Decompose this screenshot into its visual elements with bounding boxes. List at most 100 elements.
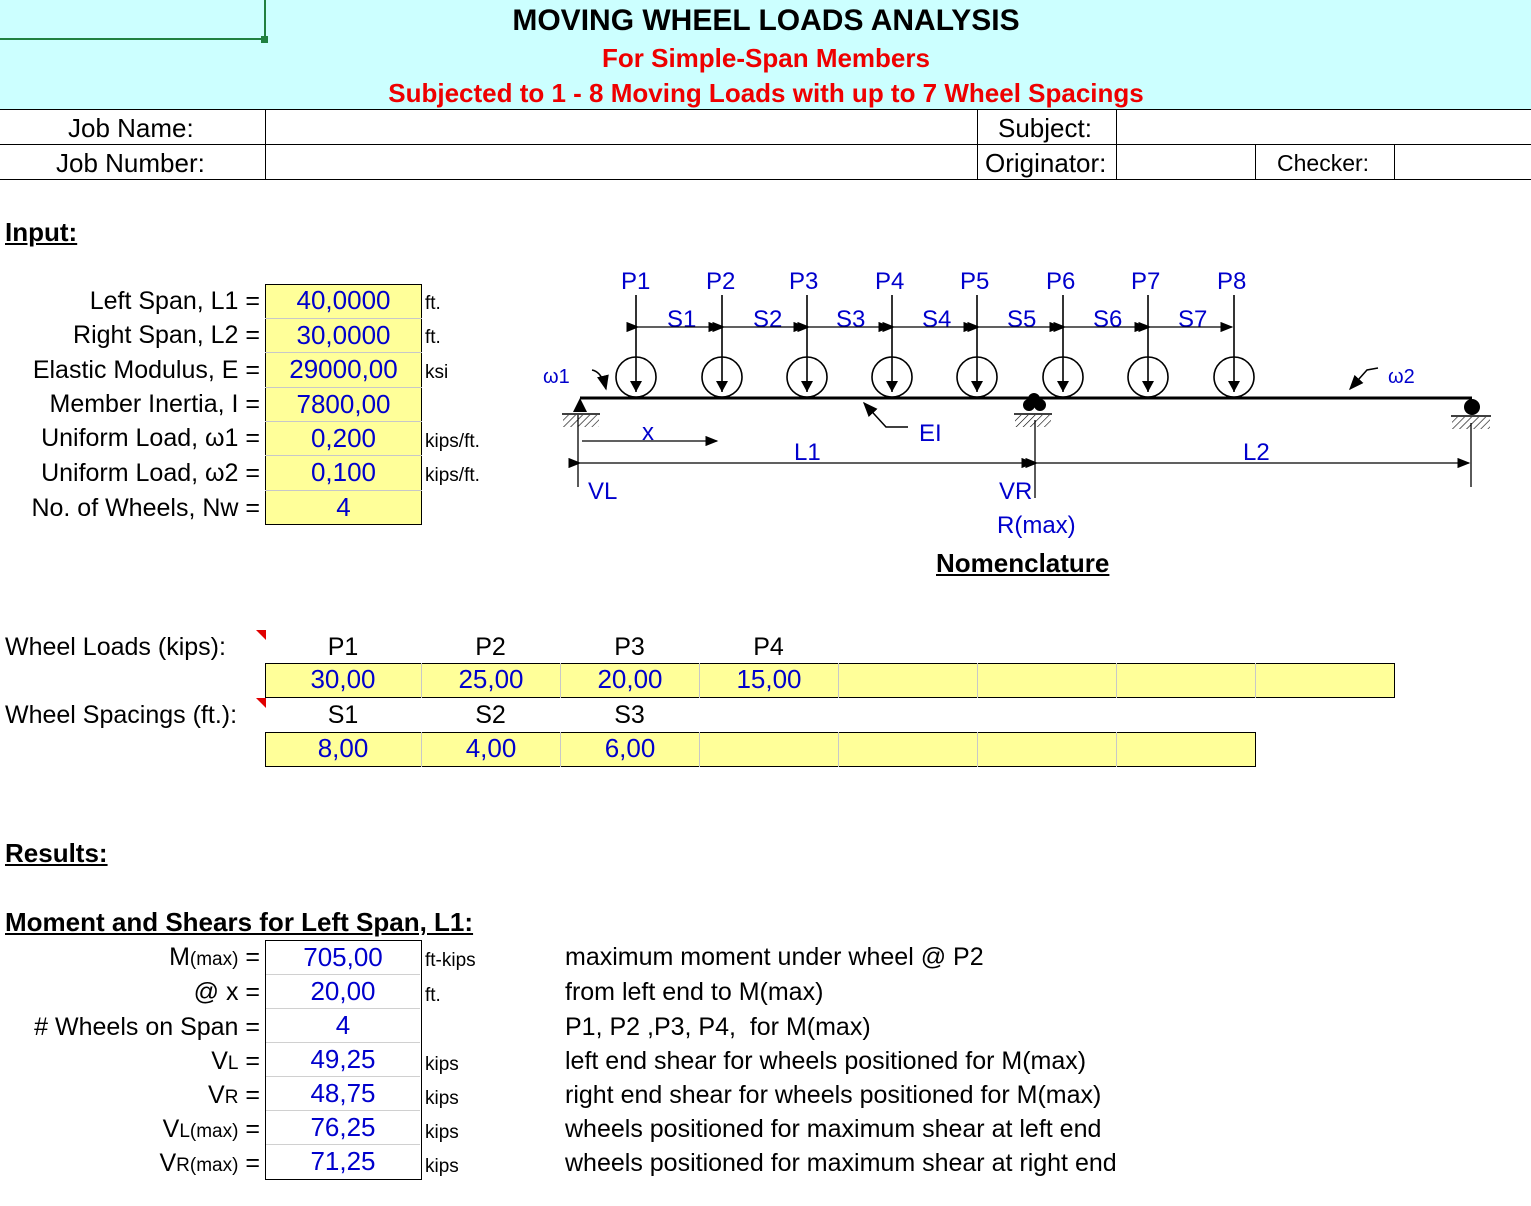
wheel-loads-label: Wheel Loads (kips): xyxy=(5,633,226,661)
wheel-spacing-s5-input[interactable] xyxy=(839,732,978,767)
uniform-load-w1-input[interactable]: 0,200 xyxy=(265,422,422,456)
checker-label: Checker: xyxy=(1277,150,1370,176)
diagram-label-s3: S3 xyxy=(836,306,865,333)
wheel-load-p6-input[interactable] xyxy=(978,663,1117,698)
diagram-label-p7: P7 xyxy=(1131,268,1160,295)
header-band xyxy=(0,0,1531,110)
vrmax-label: VR(max) = xyxy=(159,1149,260,1177)
vr-label: VR = xyxy=(208,1081,260,1109)
vl-description: left end shear for wheels positioned for… xyxy=(565,1047,1087,1075)
left-span-input[interactable]: 40,0000 xyxy=(265,284,422,319)
wheels-on-span-label: # Wheels on Span = xyxy=(34,1013,260,1041)
diagram-label-ei: EI xyxy=(919,420,942,447)
diagram-label-p5: P5 xyxy=(960,268,989,295)
wheel-load-p8-input[interactable] xyxy=(1256,663,1394,698)
right-span-unit: ft. xyxy=(425,327,441,348)
page-subtitle-1: For Simple-Span Members xyxy=(602,43,930,73)
diagram-label-p6: P6 xyxy=(1046,268,1075,295)
wheel-spacing-s1-input[interactable]: 8,00 xyxy=(265,732,422,767)
selected-cell[interactable] xyxy=(0,0,266,40)
job-number-field[interactable] xyxy=(266,145,977,180)
fill-handle[interactable] xyxy=(261,36,268,43)
wheel-spacing-s2-input[interactable]: 4,00 xyxy=(422,732,561,767)
diagram-label-s6: S6 xyxy=(1093,306,1122,333)
vr-description: right end shear for wheels positioned fo… xyxy=(565,1081,1102,1109)
vr-unit: kips xyxy=(425,1088,459,1109)
spacing-header-s3: S3 xyxy=(614,701,645,729)
wheel-load-p5-input[interactable] xyxy=(839,663,978,698)
job-number-label: Job Number: xyxy=(56,148,205,178)
num-wheels-label: No. of Wheels, Nw = xyxy=(31,494,260,522)
right-span-label: Right Span, L2 = xyxy=(73,321,260,349)
member-inertia-input[interactable]: 7800,00 xyxy=(265,388,422,422)
wheel-spacing-s3-input[interactable]: 6,00 xyxy=(561,732,700,767)
vlmax-unit: kips xyxy=(425,1122,459,1143)
input-values-box xyxy=(265,284,422,525)
wheel-spacing-s6-input[interactable] xyxy=(978,732,1117,767)
spacing-header-s2: S2 xyxy=(475,701,506,729)
middle-roller-support xyxy=(1014,393,1052,427)
uniform-load-w1-label: Uniform Load, ω1 = xyxy=(41,424,260,452)
wheel-spacings-label: Wheel Spacings (ft.): xyxy=(5,701,238,729)
diagram-label-s7: S7 xyxy=(1178,306,1207,333)
wheel-spacings-row xyxy=(265,732,1256,767)
originator-label: Originator: xyxy=(985,148,1107,178)
comment-indicator-spacings[interactable] xyxy=(256,698,266,708)
vrmax-description: wheels positioned for maximum shear at r… xyxy=(565,1149,1117,1177)
checker-field[interactable] xyxy=(1395,145,1531,180)
member-inertia-label: Member Inertia, I = xyxy=(49,390,261,418)
diagram-label-p2: P2 xyxy=(706,268,735,295)
wheel-load-p1-input[interactable]: 30,00 xyxy=(265,663,422,698)
diagram-label-p8: P8 xyxy=(1217,268,1246,295)
uniform-load-w1-unit: kips/ft. xyxy=(425,431,480,452)
diagram-label-l1: L1 xyxy=(794,439,821,466)
wheel-load-p7-input[interactable] xyxy=(1117,663,1256,698)
comment-indicator-loads[interactable] xyxy=(256,630,266,640)
wheel-load-p3-input[interactable]: 20,00 xyxy=(561,663,700,698)
wheel-load-p4-input[interactable]: 15,00 xyxy=(700,663,839,698)
wheel-loads-row xyxy=(265,663,1395,698)
input-heading: Input: xyxy=(5,217,78,247)
wheels-on-span-description: P1, P2 ,P3, P4, for M(max) xyxy=(565,1013,871,1041)
originator-field[interactable] xyxy=(1117,145,1255,180)
vl-unit: kips xyxy=(425,1054,459,1075)
diagram-label-s4: S4 xyxy=(922,306,951,333)
uniform-load-w2-input[interactable]: 0,100 xyxy=(265,456,422,491)
page-subtitle-2: Subjected to 1 - 8 Moving Loads with up … xyxy=(388,78,1144,108)
load-header-p3: P3 xyxy=(614,633,645,661)
wheels-on-span-value: 4 xyxy=(266,1009,420,1043)
wheel-spacing-s7-input[interactable] xyxy=(1117,732,1255,767)
wheel-load-p2-input[interactable]: 25,00 xyxy=(422,663,561,698)
vl-value: 49,25 xyxy=(266,1043,420,1077)
elastic-modulus-label: Elastic Modulus, E = xyxy=(32,356,260,384)
job-name-field[interactable] xyxy=(266,110,977,144)
left-span-unit: ft. xyxy=(425,293,441,314)
diagram-label-l2: L2 xyxy=(1243,439,1270,466)
diagram-label-p3: P3 xyxy=(789,268,818,295)
diagram-label-rmax: R(max) xyxy=(997,512,1076,539)
vlmax-value: 76,25 xyxy=(266,1111,420,1145)
diagram-label-s2: S2 xyxy=(753,306,782,333)
x-location-label: @ x = xyxy=(193,978,260,1006)
job-name-label: Job Name: xyxy=(68,113,194,143)
subject-field[interactable] xyxy=(1117,110,1531,144)
vl-label: VL = xyxy=(211,1047,260,1075)
x-location-value: 20,00 xyxy=(266,975,420,1009)
results-values-box: 705,00 20,00 4 49,25 48,75 76,25 71,25 xyxy=(265,940,422,1180)
right-span-input[interactable]: 30,0000 xyxy=(265,319,422,353)
diagram-label-vl: VL xyxy=(588,478,617,505)
uniform-load-w2-unit: kips/ft. xyxy=(425,465,480,486)
elastic-modulus-input[interactable]: 29000,00 xyxy=(265,353,422,388)
diagram-label-w2: ω2 xyxy=(1388,366,1415,388)
nomenclature-title: Nomenclature xyxy=(936,548,1110,578)
num-wheels-input[interactable]: 4 xyxy=(336,492,351,522)
diagram-label-x: x xyxy=(642,419,654,446)
vrmax-value: 71,25 xyxy=(310,1146,376,1176)
diagram-label-p4: P4 xyxy=(875,268,904,295)
vlmax-label: VL(max) = xyxy=(162,1115,260,1143)
diagram-label-w1: ω1 xyxy=(543,366,570,388)
wheel-spacing-s4-input[interactable] xyxy=(700,732,839,767)
results-heading: Results: xyxy=(5,838,108,868)
mmax-description: maximum moment under wheel @ P2 xyxy=(565,943,984,971)
diagram-label-vr: VR xyxy=(999,478,1032,505)
